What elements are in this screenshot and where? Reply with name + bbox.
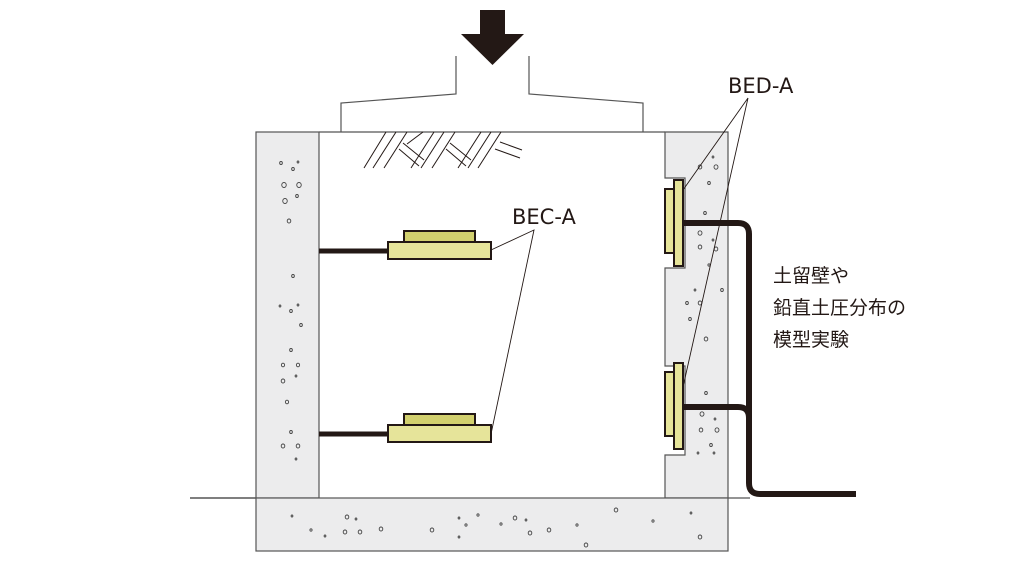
aggregate-pebble — [280, 362, 286, 368]
aggregate-pebble — [289, 309, 293, 313]
aggregate-pebble — [309, 528, 313, 532]
aggregate-pebble — [457, 516, 461, 520]
aggregate-pebble — [476, 513, 480, 517]
aggregate-pebble — [697, 164, 703, 170]
aggregate-pebble — [709, 443, 713, 447]
aggregate-pebble — [697, 534, 703, 540]
aggregate-pebble — [294, 457, 298, 461]
aggregate-pebble — [693, 288, 697, 292]
aggregate-pebble — [294, 374, 298, 378]
aggregate-pebble — [295, 362, 301, 368]
aggregate-pebble — [714, 427, 720, 433]
aggregate-pebble — [296, 160, 300, 164]
bec-leader-line — [490, 229, 535, 435]
aggregate-pebble — [354, 517, 358, 521]
aggregate-pebble — [291, 274, 295, 278]
aggregate-pebble — [697, 244, 703, 250]
aggregate-pebble — [284, 399, 290, 405]
bec-sensor-upper — [319, 230, 492, 260]
caption-line-1: 土留壁や — [773, 265, 849, 287]
aggregate-pebble — [703, 211, 707, 215]
aggregate-pebble — [524, 518, 528, 522]
aggregate-pebble — [464, 523, 468, 527]
aggregate-pebble — [583, 542, 589, 548]
aggregate-pebble — [689, 511, 693, 515]
aggregate-pebble — [613, 507, 619, 513]
aggregate-pebble — [499, 522, 503, 526]
aggregate-pebble — [704, 391, 708, 395]
aggregate-pebble — [281, 182, 287, 188]
left-wall — [255, 131, 320, 499]
aggregate-pebble — [280, 443, 286, 449]
aggregate-pebble — [282, 198, 288, 204]
aggregate-pebble — [457, 535, 461, 539]
aggregate-pebble — [713, 417, 717, 421]
aggregate-pebble — [512, 515, 518, 521]
caption-line-3: 模型実験 — [773, 329, 849, 351]
aggregate-pebble — [707, 181, 711, 185]
signal-cable-branch — [683, 404, 752, 419]
bec-label: BEC-A — [512, 205, 576, 229]
bec-sensor-lower — [319, 413, 492, 443]
bed-sensor-lower — [664, 362, 684, 450]
aggregate-pebble — [299, 323, 303, 327]
aggregate-pebble — [290, 514, 294, 518]
bed-leader-line — [682, 97, 749, 388]
aggregate-pebble — [278, 304, 282, 308]
aggregate-pebble — [378, 526, 384, 532]
aggregate-pebble — [546, 527, 552, 533]
aggregate-pebble — [296, 303, 300, 307]
aggregate-pebble — [713, 164, 719, 170]
aggregate-pebble — [295, 194, 299, 198]
aggregate-pebble — [344, 514, 350, 520]
aggregate-pebble — [429, 527, 435, 533]
aggregate-pebble — [279, 161, 283, 165]
aggregate-pebble — [699, 411, 705, 417]
aggregate-pebble — [289, 348, 293, 352]
aggregate-pebble — [698, 427, 704, 433]
aggregate-pebble — [289, 430, 293, 434]
load-arrow-icon — [461, 10, 524, 65]
aggregate-pebble — [685, 301, 689, 305]
aggregate-pebble — [696, 451, 700, 455]
aggregate-pebble — [357, 529, 363, 535]
aggregate-pebble — [295, 443, 301, 449]
aggregate-pebble — [575, 523, 579, 527]
aggregate-pebble — [688, 317, 692, 321]
aggregate-pebble — [296, 182, 302, 188]
bed-sensor-upper — [664, 179, 684, 267]
aggregate-pebble — [711, 238, 715, 242]
aggregate-pebble — [527, 530, 533, 536]
aggregate-pebble — [323, 534, 327, 538]
aggregate-pebble — [712, 451, 716, 455]
loading-plate — [340, 56, 457, 132]
aggregate-pebble — [703, 336, 709, 342]
aggregate-pebble — [651, 519, 655, 523]
caption-line-2: 鉛直土圧分布の — [773, 297, 906, 319]
aggregate-pebble — [720, 288, 724, 292]
base-slab — [255, 497, 729, 552]
aggregate-pebble — [291, 167, 295, 171]
aggregate-pebble — [286, 218, 292, 224]
bed-label: BED-A — [728, 74, 794, 98]
aggregate-pebble — [342, 529, 348, 535]
loading-plate-right — [528, 56, 644, 132]
soil-hatch — [363, 131, 523, 169]
aggregate-pebble — [280, 378, 286, 384]
aggregate-pebble — [697, 230, 703, 236]
aggregate-pebble — [711, 155, 715, 159]
concrete-aggregate — [278, 155, 724, 548]
signal-cable — [683, 220, 856, 497]
